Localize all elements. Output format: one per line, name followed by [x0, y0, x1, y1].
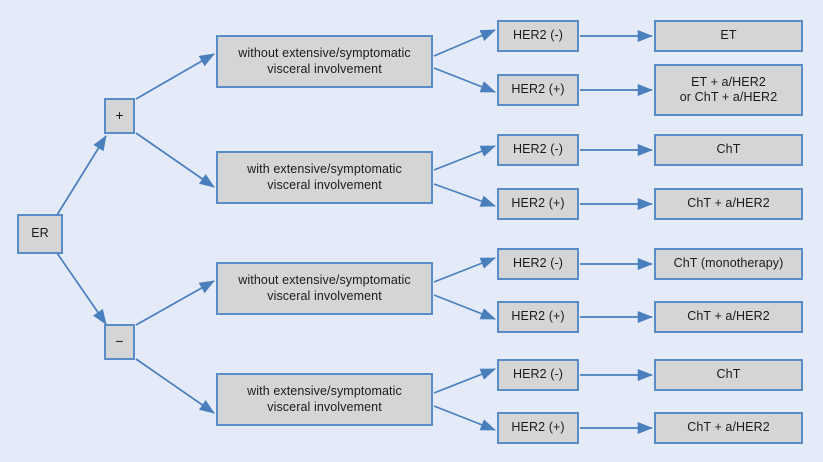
node-treatment-1-label: ET [720, 28, 737, 43]
edge-criteria-3-to-her2-neg [433, 257, 496, 283]
node-er-positive[interactable]: + [104, 98, 135, 134]
edge-er-to-positive [56, 135, 107, 216]
node-criteria-2-label: with extensive/symptomatic visceral invo… [247, 162, 402, 192]
node-her2-6[interactable]: HER2 (+) [497, 301, 579, 333]
node-treatment-8[interactable]: ChT + a/HER2 [654, 412, 803, 444]
edge-criteria-2-to-her2-neg [433, 145, 496, 171]
node-criteria-3-label: without extensive/symptomatic visceral i… [238, 273, 411, 303]
node-treatment-2[interactable]: ET + a/HER2 or ChT + a/HER2 [654, 64, 803, 116]
node-er-positive-label: + [115, 107, 124, 124]
node-her2-8-label: HER2 (+) [511, 420, 565, 435]
node-her2-2[interactable]: HER2 (+) [497, 74, 579, 106]
edge-negative-to-criteria-3 [135, 280, 215, 326]
node-criteria-4-label: with extensive/symptomatic visceral invo… [247, 384, 402, 414]
node-criteria-1[interactable]: without extensive/symptomatic visceral i… [216, 35, 433, 88]
node-treatment-3[interactable]: ChT [654, 134, 803, 166]
node-er-root[interactable]: ER [17, 214, 63, 254]
node-criteria-2[interactable]: with extensive/symptomatic visceral invo… [216, 151, 433, 204]
edge-criteria-1-to-her2-neg [433, 29, 496, 57]
node-her2-5[interactable]: HER2 (-) [497, 248, 579, 280]
node-criteria-3[interactable]: without extensive/symptomatic visceral i… [216, 262, 433, 315]
node-treatment-6-label: ChT + a/HER2 [687, 309, 770, 324]
node-her2-5-label: HER2 (-) [512, 256, 564, 271]
edge-criteria-4-to-her2-neg [433, 368, 496, 394]
node-her2-8[interactable]: HER2 (+) [497, 412, 579, 444]
node-her2-1-label: HER2 (-) [512, 28, 564, 43]
node-treatment-4-label: ChT + a/HER2 [687, 196, 770, 211]
node-treatment-1[interactable]: ET [654, 20, 803, 52]
node-treatment-7[interactable]: ChT [654, 359, 803, 391]
node-her2-1[interactable]: HER2 (-) [497, 20, 579, 52]
edge-negative-to-criteria-4 [135, 358, 215, 414]
node-her2-7-label: HER2 (-) [512, 367, 564, 382]
node-treatment-2-label: ET + a/HER2 or ChT + a/HER2 [679, 74, 778, 104]
node-treatment-4[interactable]: ChT + a/HER2 [654, 188, 803, 220]
node-treatment-6[interactable]: ChT + a/HER2 [654, 301, 803, 333]
node-er-root-label: ER [31, 226, 49, 241]
edge-criteria-4-to-her2-pos [433, 405, 496, 431]
node-her2-3-label: HER2 (-) [512, 142, 564, 157]
edge-er-to-negative [56, 252, 107, 325]
edge-criteria-2-to-her2-pos [433, 183, 496, 207]
node-her2-4-label: HER2 (+) [511, 196, 565, 211]
node-treatment-8-label: ChT + a/HER2 [687, 420, 770, 435]
node-er-negative[interactable]: − [104, 324, 135, 360]
node-her2-3[interactable]: HER2 (-) [497, 134, 579, 166]
node-treatment-3-label: ChT [716, 142, 741, 157]
node-er-negative-label: − [115, 333, 124, 350]
node-treatment-5-label: ChT (monotherapy) [673, 256, 784, 271]
node-her2-2-label: HER2 (+) [511, 82, 565, 97]
edge-criteria-3-to-her2-pos [433, 294, 496, 320]
node-treatment-5[interactable]: ChT (monotherapy) [654, 248, 803, 280]
edge-criteria-1-to-her2-pos [433, 67, 496, 93]
node-criteria-1-label: without extensive/symptomatic visceral i… [238, 46, 411, 76]
edge-positive-to-criteria-2 [135, 132, 215, 188]
node-her2-7[interactable]: HER2 (-) [497, 359, 579, 391]
edge-positive-to-criteria-1 [135, 53, 215, 100]
node-her2-6-label: HER2 (+) [511, 309, 565, 324]
node-her2-4[interactable]: HER2 (+) [497, 188, 579, 220]
node-treatment-7-label: ChT [716, 367, 741, 382]
node-criteria-4[interactable]: with extensive/symptomatic visceral invo… [216, 373, 433, 426]
